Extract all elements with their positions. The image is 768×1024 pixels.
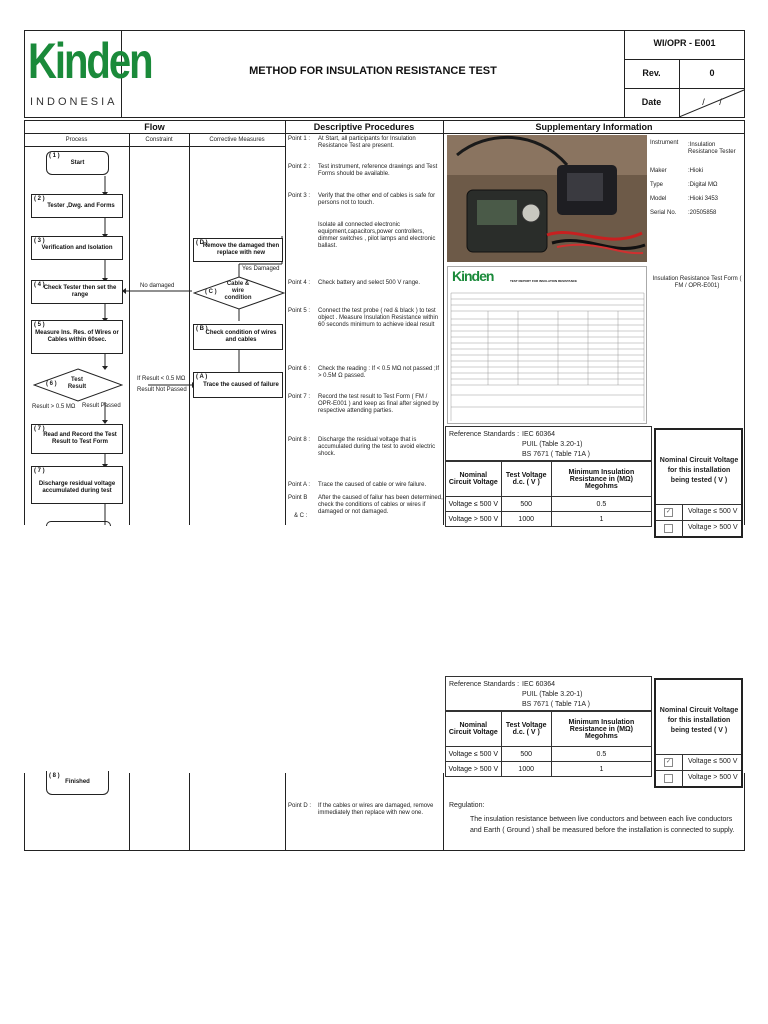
flow-next-node-edge: [46, 521, 111, 526]
date-label: Date: [641, 97, 662, 107]
main-frame-bottom: [24, 773, 745, 851]
standards-table-top: Reference Standards : IEC 60364 PUIL (Ta…: [445, 426, 743, 538]
type-label: Type: [650, 182, 664, 188]
regulation-text: The insulation resistance between live c…: [470, 816, 735, 834]
procedure-point-2: Point 2 :Test instrument, reference draw…: [288, 164, 438, 177]
serial-label: Serial No.: [650, 210, 677, 216]
option-le-500-2: Voltage ≤ 500 V: [688, 758, 738, 765]
install-voltage-header-2: Nominal Circuit Voltage for this install…: [659, 707, 739, 734]
flow-measure: ( 5 )Measure Ins. Res. of Wires or Cable…: [31, 320, 123, 354]
reference-standards-label: Reference Standards :: [449, 431, 520, 438]
corrective-column-heading: Corrective Measures: [209, 137, 265, 143]
procedure-point-3: Point 3 :Verify that the other end of ca…: [288, 193, 436, 206]
flow-trace-failure: ( A )Trace the caused of failure: [193, 372, 283, 398]
flow-test-result-num: ( 6 ): [46, 381, 57, 387]
flow-cable-condition-diamond: [193, 276, 285, 310]
option-le-500: Voltage ≤ 500 V: [688, 508, 738, 515]
rev-value: 0: [709, 68, 715, 78]
flow-result-gt-label: Result > 0.5 MΩ: [32, 404, 76, 410]
instrument-photo: [447, 135, 647, 262]
serial-value: :20505858: [688, 210, 717, 216]
model-label: Model: [650, 196, 667, 202]
flow-cable-condition-label: Cable & wire condition: [224, 281, 252, 301]
date-value: / /: [690, 97, 740, 107]
document-number: WI/OPR - E001: [653, 38, 716, 48]
standard-iec: IEC 60364: [522, 431, 556, 438]
supplementary-heading: Supplementary Information: [535, 122, 653, 132]
instrument-value: :Insulation Resistance Tester: [688, 142, 736, 155]
company-logo: Kinden INDONESIA: [28, 34, 154, 114]
descriptive-heading: Descriptive Procedures: [313, 122, 415, 132]
standard-bs: BS 7671 ( Table 71A ): [522, 451, 590, 458]
rev-label: Rev.: [642, 68, 661, 78]
flow-if-result-label: If Result < 0.5 MΩ: [137, 376, 186, 382]
instrument-label: Instrument: [650, 140, 679, 146]
flow-finished: ( 8 )Finished: [46, 771, 109, 795]
flow-not-passed-label: Result Not Passed: [137, 387, 187, 393]
standard-iec-2: IEC 60364: [522, 681, 556, 688]
flow-discharge: ( 7 )Discharge residual voltage accumula…: [31, 466, 123, 504]
maker-label: Maker: [650, 168, 667, 174]
install-voltage-header: Nominal Circuit Voltage for this install…: [659, 457, 739, 484]
flow-check-condition: ( B )Check condition of wires and cables: [193, 324, 283, 350]
procedure-point-c: & C :: [294, 513, 308, 519]
test-form-note: Insulation Resistance Test Form ( FM / O…: [652, 276, 742, 289]
procedure-isolate: Isolate all connected electronic equipme…: [318, 222, 436, 249]
flow-cable-condition-num: ( C ): [205, 289, 217, 295]
constraint-column-heading: Constraint: [145, 137, 173, 143]
flow-start: ( 1 )Start: [46, 151, 109, 175]
procedure-point-8: Point 8 :Discharge the residual voltage …: [288, 437, 436, 457]
thumbnail-title: TEST REPORT FOR INSULATION RESISTANCE: [510, 279, 578, 283]
flow-test-result-diamond: [33, 368, 123, 402]
option-gt-500: Voltage > 500 V: [688, 524, 738, 531]
procedure-point-5: Point 5 :Connect the test probe ( red & …: [288, 308, 439, 328]
procedure-point-1: Point 1 :At Start, all participants for …: [288, 136, 416, 149]
flow-read-record: ( 7 )Read and Record the Test Result to …: [31, 424, 123, 454]
logo-subtitle: INDONESIA: [30, 96, 118, 108]
date-slash-line: [679, 89, 745, 118]
flow-verification: ( 3 )Verification and Isolation: [31, 236, 123, 260]
option-gt-500-2: Voltage > 500 V: [688, 774, 738, 781]
checkbox-gt-500-2[interactable]: [664, 774, 673, 783]
maker-value: :Hioki: [688, 168, 704, 174]
reference-standards-label-2: Reference Standards :: [449, 681, 520, 688]
checkbox-gt-500[interactable]: [664, 524, 673, 533]
flow-test-result-label: Test Result: [67, 377, 87, 390]
test-form-thumbnail: Kinden TEST REPORT FOR INSULATION RESIST…: [447, 266, 647, 424]
logo-word: Kinden: [28, 34, 154, 89]
flow-tester: ( 2 )Tester ,Dwg. and Forms: [31, 194, 123, 218]
procedure-point-a: Point A :Trace the caused of cable or wi…: [288, 482, 427, 488]
model-value: :Hioki 3453: [688, 196, 719, 202]
flow-no-damaged-label: No damaged: [140, 283, 175, 289]
flow-yes-damaged-label: Yes Damaged: [242, 266, 280, 272]
procedure-point-4: Point 4 :Check battery and select 500 V …: [288, 280, 421, 286]
flow-remove-damaged: ( D )Remove the damaged then replace wit…: [193, 238, 283, 262]
standard-bs-2: BS 7671 ( Table 71A ): [522, 701, 590, 708]
standard-puil-2: PUIL (Table 3.20-1): [522, 691, 583, 698]
procedure-point-6: Point 6 :Check the reading : If < 0.5 MΩ…: [288, 366, 440, 379]
flow-check-tester: ( 4 )Check Tester then set the range: [31, 280, 123, 304]
checkbox-le-500-2[interactable]: ✓: [664, 758, 673, 767]
document-title: METHOD FOR INSULATION RESISTANCE TEST: [249, 65, 497, 77]
thumbnail-grid: [450, 292, 645, 421]
regulation-label: Regulation:: [449, 802, 485, 809]
flow-heading: Flow: [144, 122, 165, 132]
procedure-point-7: Point 7 :Record the test result to Test …: [288, 394, 439, 414]
process-column-heading: Process: [65, 137, 88, 143]
procedure-point-d: Point D :If the cables or wires are dama…: [288, 803, 434, 816]
standard-puil: PUIL (Table 3.20-1): [522, 441, 583, 448]
type-value: :Digital MΩ: [688, 182, 718, 188]
checkbox-le-500[interactable]: ✓: [664, 508, 673, 517]
flow-result-passed-label: Result Passed: [82, 403, 121, 409]
standards-table-bottom: Reference Standards : IEC 60364 PUIL (Ta…: [445, 676, 743, 788]
thumbnail-logo: Kinden: [452, 268, 494, 284]
